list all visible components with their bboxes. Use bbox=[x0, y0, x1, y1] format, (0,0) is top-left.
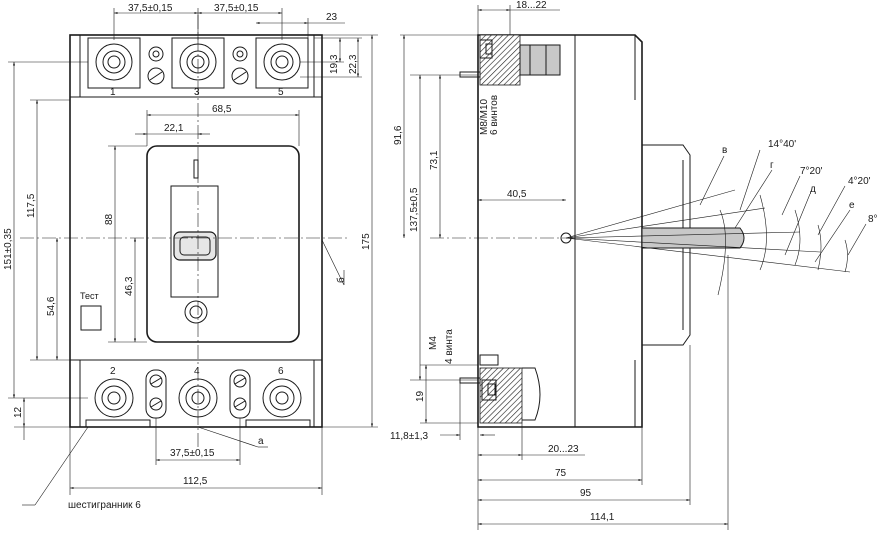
dim-19: 19 bbox=[415, 390, 426, 402]
dim-151: 151±0,35 bbox=[3, 228, 14, 270]
angle-4-20: 4°20' bbox=[848, 176, 871, 187]
top-terminal-1 bbox=[87, 37, 141, 89]
bottom-terminal-2 bbox=[94, 378, 134, 418]
dim-114-1: 114,1 bbox=[590, 512, 615, 523]
dim-22-1: 22,1 bbox=[164, 123, 184, 134]
bottom-terminal-number-4: 4 bbox=[194, 366, 200, 377]
hex-note: шестигранник 6 bbox=[68, 500, 141, 511]
dim-18-22: 18...22 bbox=[516, 0, 547, 11]
dim-11-8: 11,8±1,3 bbox=[390, 431, 429, 442]
screw-bottom-spec: М4 bbox=[428, 336, 439, 350]
bottom-terminal-number-6: 6 bbox=[278, 366, 284, 377]
handle-side bbox=[641, 227, 745, 249]
dim-91-6: 91,6 bbox=[393, 125, 404, 145]
handle-slot bbox=[170, 185, 219, 298]
dim-12: 12 bbox=[13, 406, 24, 418]
dim-terminal-width: 23 bbox=[326, 12, 338, 23]
dim-137-5: 137,5±0,5 bbox=[409, 187, 420, 232]
screw-top-spec: М8/М10 bbox=[479, 98, 490, 135]
position-g: г bbox=[770, 160, 774, 171]
test-indicator bbox=[80, 305, 102, 331]
handle-window bbox=[146, 145, 300, 343]
dim-54-6: 54,6 bbox=[46, 296, 57, 316]
side-view: 14°40' 7°20' 4°20' 8° в г д е 18...22 91… bbox=[390, 0, 878, 530]
dim-top-pitch-right: 37,5±0,15 bbox=[214, 3, 259, 14]
dim-20-23: 20...23 bbox=[548, 444, 579, 455]
dim-73-1: 73,1 bbox=[429, 150, 440, 170]
dim-75: 75 bbox=[555, 468, 567, 479]
bottom-terminal-number-2: 2 bbox=[110, 366, 116, 377]
bottom-terminal-6 bbox=[262, 378, 302, 418]
dim-40-5: 40,5 bbox=[507, 189, 527, 200]
dim-117-5: 117,5 bbox=[26, 193, 37, 218]
screw-top-count: 6 винтов bbox=[489, 95, 500, 135]
dim-175: 175 bbox=[361, 233, 372, 250]
front-view: 1 3 5 Тест bbox=[3, 3, 378, 511]
dim-19-3: 19,3 bbox=[329, 54, 340, 74]
dim-22-3: 22,3 bbox=[348, 54, 359, 74]
angle-14-40: 14°40' bbox=[768, 139, 796, 150]
dim-top-pitch-left: 37,5±0,15 bbox=[128, 3, 173, 14]
dim-95: 95 bbox=[580, 488, 592, 499]
top-terminal-5 bbox=[255, 37, 309, 89]
dim-46-3: 46,3 bbox=[124, 276, 135, 296]
top-terminal-number-3: 3 bbox=[194, 87, 200, 98]
label-a: а bbox=[258, 436, 264, 447]
top-terminal-number-5: 5 bbox=[278, 87, 284, 98]
test-button-front bbox=[184, 300, 208, 324]
position-v: в bbox=[722, 145, 727, 156]
position-e: е bbox=[849, 200, 855, 211]
angle-8: 8° bbox=[868, 214, 878, 225]
position-d: д bbox=[810, 184, 816, 195]
top-terminal-number-1: 1 bbox=[110, 87, 116, 98]
dim-total-width: 112,5 bbox=[183, 476, 208, 487]
screw-bottom-count: 4 винта bbox=[444, 329, 455, 364]
dim-bottom-pitch: 37,5±0,15 bbox=[170, 448, 215, 459]
label-b: б bbox=[335, 277, 347, 283]
dim-68-5: 68,5 bbox=[212, 104, 232, 115]
angle-7-20: 7°20' bbox=[800, 166, 823, 177]
dim-88: 88 bbox=[104, 213, 115, 225]
test-label: Тест bbox=[80, 291, 99, 301]
handle-lever bbox=[173, 231, 217, 261]
